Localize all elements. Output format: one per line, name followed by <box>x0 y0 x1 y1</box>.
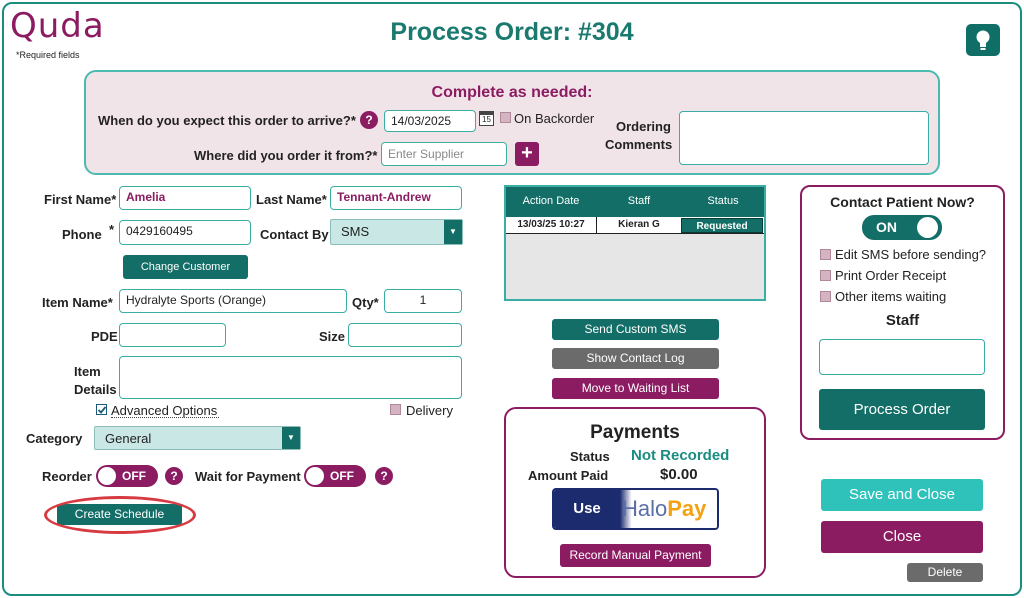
item-details-label-2: Details <box>74 382 117 397</box>
comments-label-1: Ordering <box>616 119 671 134</box>
toggle-knob <box>98 467 116 485</box>
pde-label: PDE <box>91 329 118 344</box>
table-cell-staff: Kieran G <box>618 219 660 230</box>
table-cell-date: 13/03/25 10:27 <box>517 219 585 230</box>
edit-sms-checkbox[interactable] <box>820 249 831 260</box>
first-name-input[interactable]: Amelia <box>119 186 251 210</box>
halopay-button[interactable]: Use HaloPay <box>552 488 719 530</box>
check-icon <box>97 406 107 414</box>
reorder-toggle[interactable]: OFF <box>96 465 158 487</box>
category-label: Category <box>26 431 83 446</box>
save-and-close-button[interactable]: Save and Close <box>821 479 983 511</box>
phone-input[interactable]: 0429160495 <box>119 220 251 245</box>
qty-input[interactable]: 1 <box>384 289 462 313</box>
last-name-label: Last Name* <box>256 192 327 207</box>
phone-label: Phone <box>62 227 102 242</box>
help-icon[interactable]: ? <box>375 467 393 485</box>
required-fields-note: *Required fields <box>16 50 80 60</box>
contact-title: Contact Patient Now? <box>830 194 975 210</box>
payment-status-value: Not Recorded <box>631 447 730 464</box>
advanced-options-checkbox[interactable] <box>96 404 107 415</box>
pde-input[interactable] <box>119 323 226 347</box>
edit-sms-label: Edit SMS before sending? <box>835 247 987 262</box>
last-name-input[interactable]: Tennant-Andrew <box>330 186 462 210</box>
amount-paid-label: Amount Paid <box>528 468 609 483</box>
column-header: Status <box>707 195 739 207</box>
toggle-knob <box>917 217 938 238</box>
move-to-waiting-list-button[interactable]: Move to Waiting List <box>552 378 719 399</box>
halopay-logo: HaloPay <box>620 490 717 528</box>
contact-by-label: Contact By <box>260 227 329 242</box>
advanced-options-label: Advanced Options <box>111 403 218 418</box>
print-receipt-checkbox[interactable] <box>820 270 831 281</box>
payments-title: Payments <box>590 422 680 443</box>
complete-heading: Complete as needed: <box>431 84 593 101</box>
other-items-checkbox[interactable] <box>820 291 831 302</box>
supplier-input[interactable]: Enter Supplier <box>381 142 507 166</box>
delivery-label: Delivery <box>406 403 453 418</box>
contact-now-toggle[interactable]: ON <box>862 215 942 240</box>
item-name-label: Item Name* <box>42 295 113 310</box>
backorder-label: On Backorder <box>514 111 595 126</box>
arrive-label: When do you expect this order to arrive?… <box>98 113 356 128</box>
lightbulb-icon[interactable] <box>966 24 1000 56</box>
table-cell-status: Requested <box>681 218 763 233</box>
chevron-down-icon: ▼ <box>444 220 462 244</box>
calendar-icon[interactable]: 15 <box>479 111 494 126</box>
quda-logo: Quda <box>10 6 105 46</box>
item-details-label-1: Item <box>74 364 101 379</box>
backorder-checkbox[interactable] <box>500 112 511 123</box>
size-label: Size <box>319 329 346 344</box>
item-details-input[interactable] <box>119 356 462 399</box>
supplier-label: Where did you order it from?* <box>194 148 378 163</box>
qty-label: Qty* <box>352 295 379 310</box>
column-header: Staff <box>627 195 651 207</box>
show-contact-log-button[interactable]: Show Contact Log <box>552 348 719 369</box>
add-supplier-button[interactable]: + <box>515 142 539 166</box>
reorder-label: Reorder <box>42 469 92 484</box>
change-customer-button[interactable]: Change Customer <box>123 255 248 279</box>
toggle-state: ON <box>876 219 897 235</box>
ordering-comments-input[interactable] <box>679 111 929 165</box>
staff-label: Staff <box>885 312 920 329</box>
first-name-label: First Name* <box>44 192 117 207</box>
process-order-button[interactable]: Process Order <box>819 389 985 430</box>
help-icon[interactable]: ? <box>165 467 183 485</box>
delivery-checkbox[interactable] <box>390 404 401 415</box>
toggle-state: OFF <box>330 469 354 483</box>
close-button[interactable]: Close <box>821 521 983 553</box>
send-custom-sms-button[interactable]: Send Custom SMS <box>552 319 719 340</box>
category-select[interactable]: General ▼ <box>94 426 301 450</box>
column-header: Action Date <box>522 195 580 207</box>
chevron-down-icon: ▼ <box>282 427 300 449</box>
phone-required-star: * <box>109 222 115 237</box>
toggle-state: OFF <box>122 469 146 483</box>
table-header <box>506 187 764 217</box>
record-manual-payment-button[interactable]: Record Manual Payment <box>560 544 711 567</box>
item-name-input[interactable]: Hydralyte Sports (Orange) <box>119 289 347 313</box>
staff-input[interactable] <box>819 339 985 375</box>
amount-paid-value: $0.00 <box>660 466 698 483</box>
page-title: Process Order: #304 <box>390 18 634 46</box>
other-items-label: Other items waiting <box>835 289 947 304</box>
use-label: Use <box>554 490 620 528</box>
delete-button[interactable]: Delete <box>907 563 983 582</box>
print-receipt-label: Print Order Receipt <box>835 268 947 283</box>
wait-payment-toggle[interactable]: OFF <box>304 465 366 487</box>
arrive-date-input[interactable]: 14/03/2025 <box>384 110 476 132</box>
wait-payment-label: Wait for Payment <box>195 469 301 484</box>
size-input[interactable] <box>348 323 462 347</box>
toggle-knob <box>306 467 324 485</box>
payment-status-label: Status <box>570 449 610 464</box>
comments-label-2: Comments <box>605 137 673 152</box>
help-icon[interactable]: ? <box>360 111 378 129</box>
contact-by-select[interactable]: SMS ▼ <box>330 219 463 245</box>
highlight-annotation <box>44 496 196 534</box>
cell-divider <box>596 217 597 234</box>
focus-underline <box>111 417 219 418</box>
